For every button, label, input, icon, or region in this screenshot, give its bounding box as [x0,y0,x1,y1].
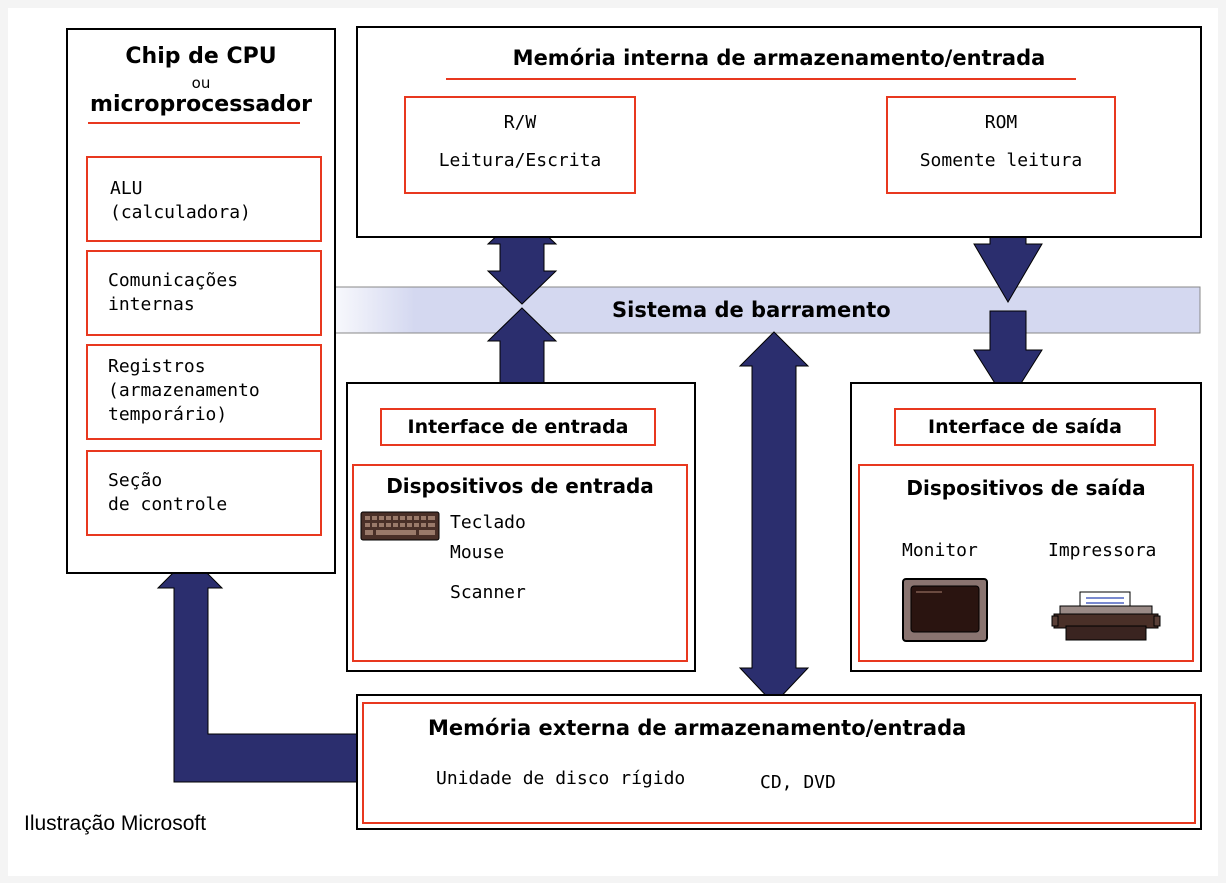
bus-label: Sistema de barramento [612,298,891,322]
ctrl-line1: Seção [108,470,163,491]
input-scanner-label: Scanner [450,582,526,603]
diagram-canvas: Chip de CPU ou microprocessador ALU (cal… [8,8,1218,876]
keyboard-icon [360,511,440,541]
alu-box: ALU (calculadora) [86,156,322,242]
monitor-icon [902,578,988,642]
internal-comm-box: Comunicações internas [86,250,322,336]
cpu-title-underline [88,122,300,124]
external-memory-title: Memória externa de armazenamento/entrada [428,716,967,740]
cpu-l-arrow [156,555,379,783]
rw-line2: Leitura/Escrita [438,150,602,171]
input-box: Interface de entrada Dispositivos de ent… [346,382,696,672]
rom-line2: Somente leitura [919,150,1083,171]
output-box: Interface de saída Dispositivos de saída… [850,382,1202,672]
cpu-title-line2: ou [191,74,211,92]
ctrl-line2: de controle [108,494,228,515]
external-memory-inner-box: Memória externa de armazenamento/entrada… [362,702,1196,824]
external-optical-label: CD, DVD [760,772,836,793]
reg-line2: (armazenamento [108,380,260,401]
internal-memory-underline [446,78,1076,80]
input-devices-title: Dispositivos de entrada [386,474,654,498]
alu-line2: (calculadora) [110,202,251,223]
output-devices-box: Dispositivos de saída Monitor Impressora [858,464,1194,662]
input-interface-label: Interface de entrada [407,416,629,438]
input-keyboard-label: Teclado [450,512,526,533]
rw-line1: R/W [503,112,537,133]
output-interface-box: Interface de saída [894,408,1156,446]
alu-line1: ALU [110,178,143,199]
control-section-box: Seção de controle [86,450,322,536]
rom-line1: ROM [984,112,1018,133]
internal-memory-title: Memória interna de armazenamento/entrada [512,46,1046,70]
rw-box: R/W Leitura/Escrita [404,96,636,194]
output-printer-label: Impressora [1048,540,1157,561]
internal-memory-box: Memória interna de armazenamento/entrada… [356,26,1202,238]
output-interface-label: Interface de saída [928,416,1122,438]
bus-band [317,286,1201,334]
registers-box: Registros (armazenamento temporário) [86,344,322,440]
printer-icon [1051,591,1161,641]
input-interface-box: Interface de entrada [380,408,656,446]
external-memory-box: Memória externa de armazenamento/entrada… [356,694,1202,830]
cpu-title-line3: microprocessador [90,92,312,117]
cpu-box: Chip de CPU ou microprocessador ALU (cal… [66,28,336,574]
comm-line1: Comunicações [108,270,239,291]
input-devices-box: Dispositivos de entrada Teclado Mouse Sc… [352,464,688,662]
reg-line3: temporário) [108,404,228,425]
output-devices-title: Dispositivos de saída [906,476,1146,500]
rom-box: ROM Somente leitura [886,96,1116,194]
output-down-arrow [973,310,1043,405]
external-hdd-label: Unidade de disco rígido [436,768,686,789]
reg-line1: Registros [108,356,206,377]
input-mouse-label: Mouse [450,542,505,563]
external-double-arrow [738,331,810,705]
output-monitor-label: Monitor [902,540,978,561]
cpu-title-line1: Chip de CPU [125,44,277,69]
comm-line2: internas [108,294,195,315]
credit-label: Ilustração Microsoft [24,812,207,835]
